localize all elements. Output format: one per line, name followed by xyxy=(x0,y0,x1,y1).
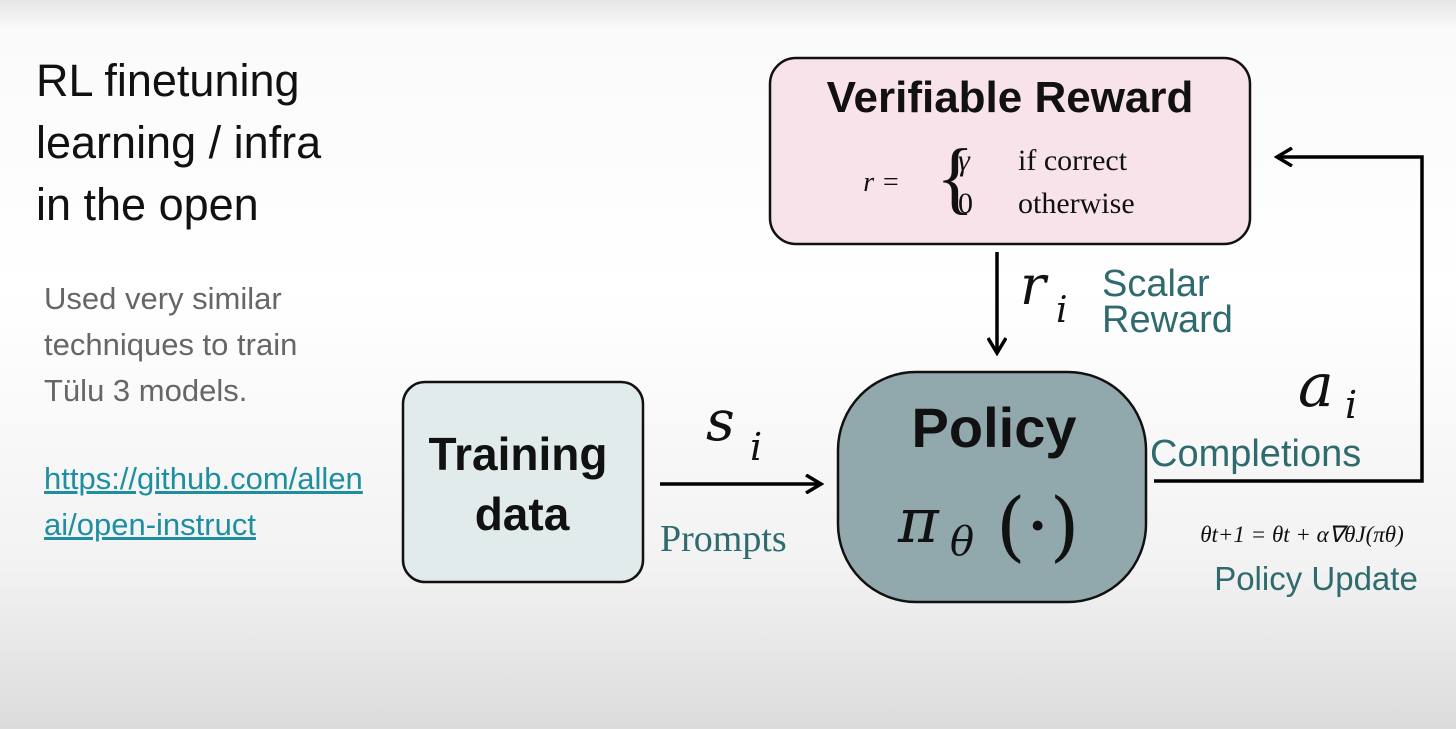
reward-box-shape xyxy=(768,56,1252,246)
open-instruct-link[interactable]: https://github.com/allenai/open-instruct xyxy=(44,461,363,542)
case2-condition: otherwise xyxy=(1018,187,1135,220)
completion-subscript: i xyxy=(1345,383,1357,427)
reward-box-title: Verifiable Reward xyxy=(827,73,1194,122)
reward-formula-lhs: r = xyxy=(863,167,900,198)
training-data-box: Training data xyxy=(401,380,645,584)
policy-box: Policy π θ (·) xyxy=(836,370,1148,604)
title-line: learning / infra xyxy=(36,117,322,168)
policy-theta-subscript: θ xyxy=(950,519,974,565)
scalar-reward-label-line1: Scalar xyxy=(1102,263,1210,305)
title-line: RL finetuning xyxy=(36,55,300,106)
slide-subtitle: Used very similar techniques to train Tü… xyxy=(44,276,384,414)
case1-value: γ xyxy=(958,144,971,177)
cases-brace: { xyxy=(936,134,974,222)
completions-label: Completions xyxy=(1150,433,1361,475)
reward-symbol: r xyxy=(1020,254,1049,317)
subtitle-line: techniques to train xyxy=(44,327,298,362)
policy-box-shape xyxy=(836,370,1148,604)
policy-pi-symbol: π xyxy=(897,484,940,557)
policy-update-label: Policy Update xyxy=(1214,560,1418,597)
scalar-reward-label-line2: Reward xyxy=(1102,299,1233,341)
case2-value: 0 xyxy=(958,187,973,220)
policy-box-title: Policy xyxy=(912,396,1077,459)
completion-symbol: a xyxy=(1298,351,1334,421)
slide-title: RL finetuning learning / infra in the op… xyxy=(36,50,416,236)
title-line: in the open xyxy=(36,179,259,230)
prompt-subscript: i xyxy=(750,425,762,469)
training-box-line2: data xyxy=(475,488,570,540)
policy-update-formula: θt+1 = θt + α∇θJ(πθ) xyxy=(1200,522,1404,547)
prompts-label: Prompts xyxy=(660,518,787,560)
subtitle-line: Tülu 3 models. xyxy=(44,373,248,408)
training-box-line1: Training xyxy=(429,428,608,480)
case1-condition: if correct xyxy=(1018,144,1128,177)
verifiable-reward-box: Verifiable Reward r = { γ if correct 0 o… xyxy=(768,56,1252,246)
reward-subscript: i xyxy=(1056,290,1068,331)
policy-argument: (·) xyxy=(996,481,1079,570)
training-box-shape xyxy=(401,380,645,584)
prompt-symbol: s xyxy=(706,389,735,454)
subtitle-line: Used very similar xyxy=(44,281,282,316)
policy-to-reward-loop-arrow xyxy=(1154,157,1424,483)
